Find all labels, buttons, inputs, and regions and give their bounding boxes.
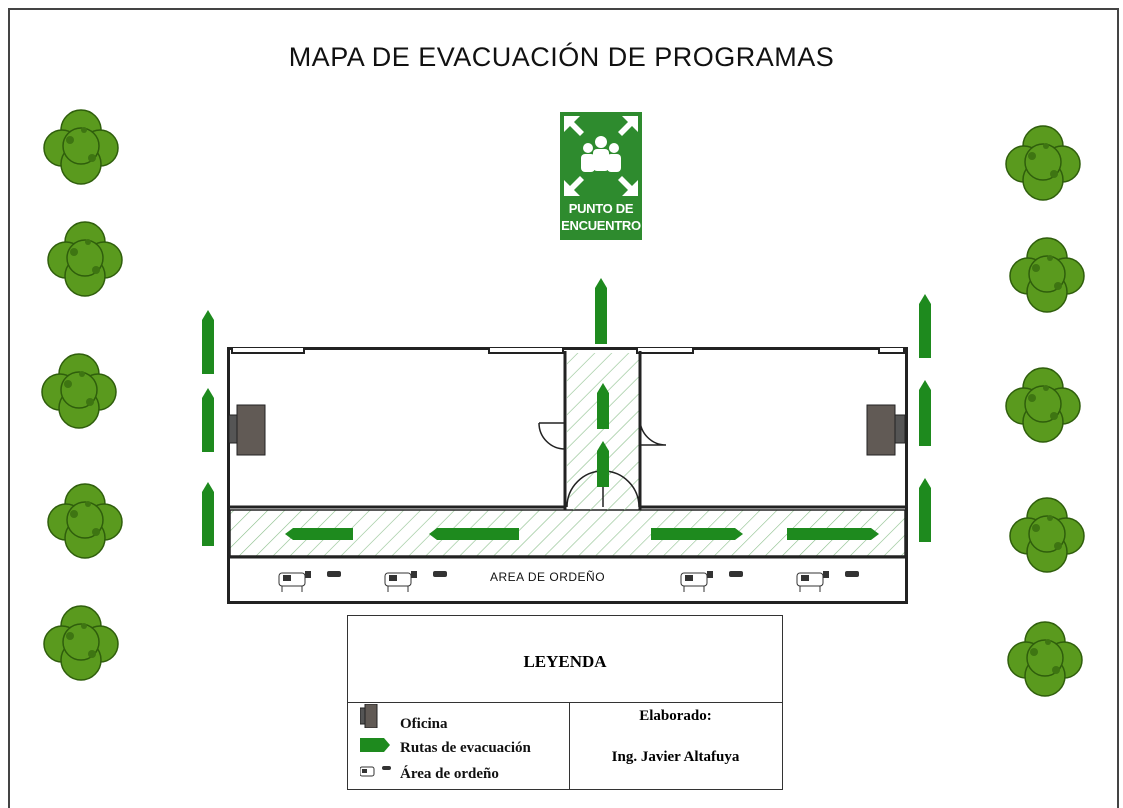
evacuation-arrow-icon xyxy=(285,528,353,540)
meeting-point-sign: PUNTO DE ENCUENTRO xyxy=(560,112,642,240)
tree-icon xyxy=(1005,367,1081,443)
evacuation-arrow-icon xyxy=(651,528,743,540)
evacuation-arrow-icon xyxy=(429,528,519,540)
evacuation-arrow-icon xyxy=(597,383,609,429)
map-title: MAPA DE EVACUACIÓN DE PROGRAMAS xyxy=(288,42,835,72)
evacuation-arrow-icon xyxy=(597,441,609,487)
assembly-people-icon xyxy=(564,116,638,196)
tree-icon xyxy=(47,221,123,297)
office-desk-icon xyxy=(228,404,266,456)
legend-divider xyxy=(348,702,782,703)
meeting-point-label: PUNTO DE ENCUENTRO xyxy=(561,201,641,233)
legend-box: LEYENDA Oficina Rutas de evacuación Área… xyxy=(347,615,783,790)
tree-icon xyxy=(1007,621,1083,697)
tree-icon xyxy=(43,109,119,185)
milking-area-label: AREA DE ORDEÑO xyxy=(490,570,606,584)
legend-item-label: Área de ordeño xyxy=(400,766,499,782)
office-desk-icon xyxy=(866,404,906,456)
page-frame xyxy=(8,8,1119,808)
cow-icon xyxy=(278,571,341,592)
cow-icon xyxy=(384,571,447,592)
building-floor-plan xyxy=(227,347,908,604)
legend-item-label: Oficina xyxy=(400,716,448,732)
evacuation-arrow-icon xyxy=(787,528,879,540)
cow-icon xyxy=(796,571,859,592)
office-desk-icon xyxy=(360,704,378,728)
legend-title: LEYENDA xyxy=(523,652,607,671)
elaborado-label: Elaborado: xyxy=(639,708,712,724)
cow-icon xyxy=(360,766,391,777)
evacuation-arrow-icon xyxy=(360,738,390,752)
cow-icon xyxy=(680,571,743,592)
tree-icon xyxy=(1009,497,1085,573)
legend-item-label: Rutas de evacuación xyxy=(400,740,531,756)
tree-icon xyxy=(1009,237,1085,313)
author-name: Ing. Javier Altafuya xyxy=(611,749,740,765)
tree-icon xyxy=(43,605,119,681)
legend-divider xyxy=(569,702,570,789)
tree-icon xyxy=(1005,125,1081,201)
tree-icon xyxy=(41,353,117,429)
tree-icon xyxy=(47,483,123,559)
